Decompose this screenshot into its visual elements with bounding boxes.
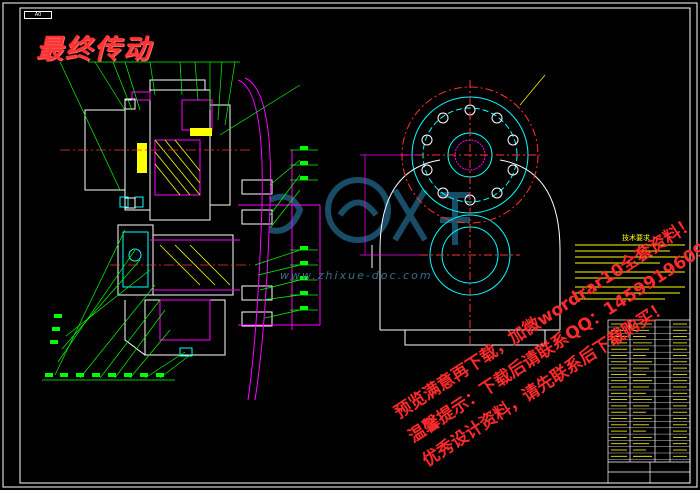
- technical-notes: [575, 244, 685, 300]
- section-view: [42, 61, 321, 401]
- bom-row-lines: [608, 326, 690, 460]
- end-view: [360, 74, 561, 346]
- site-watermark: www.zhixue-doc.com: [280, 269, 433, 282]
- sheet-tag: A0: [24, 11, 52, 19]
- watermark-logo: [268, 177, 470, 245]
- title-block: [607, 319, 691, 484]
- brand-stamp: 最终传动: [36, 34, 152, 65]
- bom-rows: [611, 323, 687, 457]
- balloon-labels: [45, 146, 308, 377]
- notes-title: 技术要求: [622, 234, 650, 242]
